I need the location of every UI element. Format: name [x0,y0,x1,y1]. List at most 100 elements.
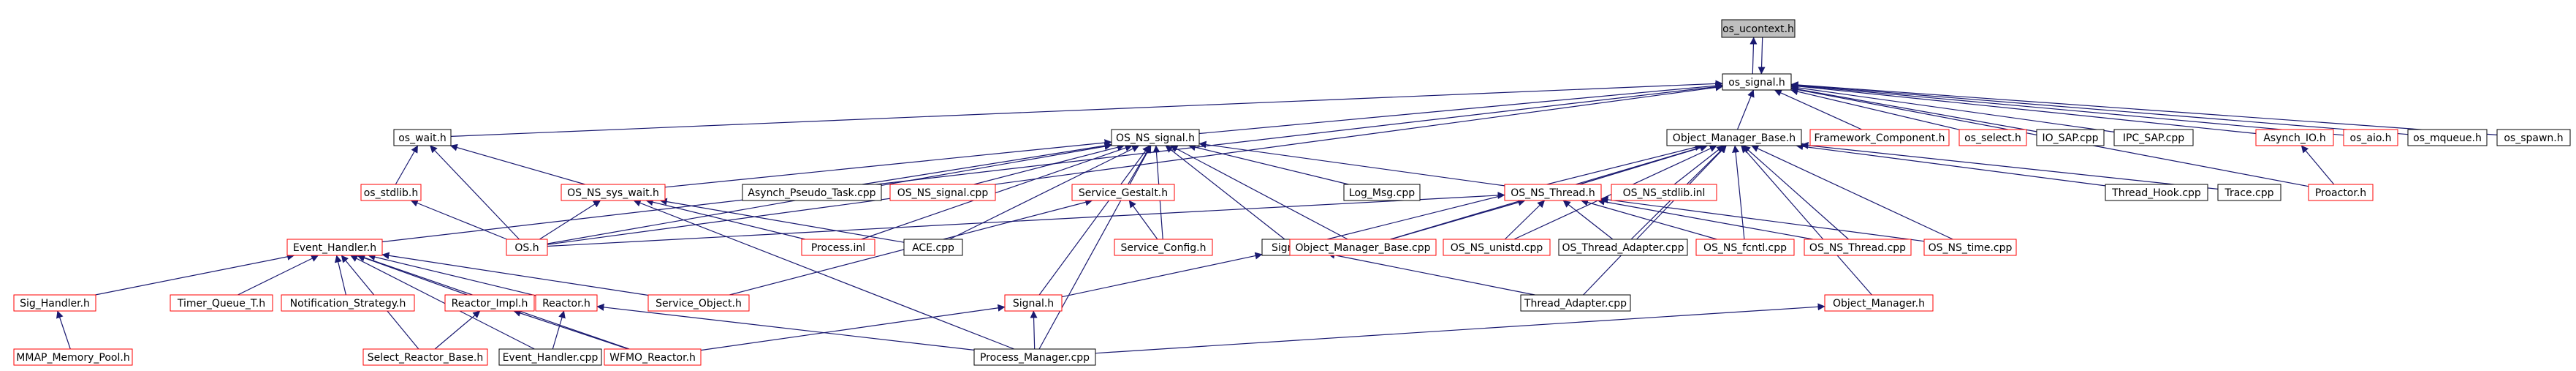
node-Reactor_Impl_h[interactable]: Reactor_Impl.h [444,294,535,312]
node-os_signal_h[interactable]: os_signal.h [1722,73,1792,91]
node-Process_Manager_cpp[interactable]: Process_Manager.cpp [973,348,1096,366]
node-box [561,184,666,201]
node-Proactor_h[interactable]: Proactor.h [2308,184,2374,201]
node-Object_Manager_Base_h[interactable]: Object_Manager_Base.h [1666,129,1802,146]
node-Thread_Adapter_cpp[interactable]: Thread_Adapter.cpp [1520,294,1631,312]
node-label: OS_NS_signal.cpp [897,187,989,199]
node-ACE_cpp[interactable]: ACE.cpp [903,239,963,256]
edge-os_spawn_h-to-os_signal_h [1790,81,2498,135]
node-Signal_h[interactable]: Signal.h [1004,294,1063,312]
node-Service_Config_h[interactable]: Service_Config.h [1114,239,1213,256]
node-os_spawn_h[interactable]: os_spawn.h [2496,129,2571,146]
node-OS_NS_stdlib_inl[interactable]: OS_NS_stdlib.inl [1611,184,1717,201]
node-box [1695,239,1795,256]
node-os_wait_h[interactable]: os_wait.h [393,129,452,146]
node-Asynch_IO_h[interactable]: Asynch_IO.h [2255,129,2334,146]
edge-OS_h-to-os_stdlib_h [410,199,507,240]
node-OS_Thread_Adapter_cpp[interactable]: OS_Thread_Adapter.cpp [1558,239,1688,256]
node-box [1824,294,1934,312]
node-label: OS_NS_fcntl.cpp [1703,242,1787,254]
node-Timer_Queue_T_h[interactable]: Timer_Queue_T.h [170,294,273,312]
node-label: ACE.cpp [912,242,954,254]
node-label: os_aio.h [2350,132,2392,144]
node-IO_SAP_cpp[interactable]: IO_SAP.cpp [2036,129,2105,146]
edge-OS_NS_sys_wait_h-to-os_wait_h [449,143,585,185]
node-box [742,184,882,201]
node-label: Event_Handler.h [293,242,376,254]
node-OS_NS_signal_h[interactable]: OS_NS_signal.h [1111,129,1200,146]
node-label: Framework_Component.h [1814,132,1945,144]
node-label: Proactor.h [2315,187,2366,199]
node-label: Service_Gestalt.h [1079,187,1168,199]
node-Object_Manager_Base_cpp[interactable]: Object_Manager_Base.cpp [1289,239,1437,256]
node-OS_NS_Thread_h[interactable]: OS_NS_Thread.h [1504,184,1602,201]
node-label: Trace.cpp [2224,187,2273,199]
node-Notification_Strategy_h[interactable]: Notification_Strategy.h [281,294,415,312]
node-box [498,348,602,366]
node-os_select_h[interactable]: os_select.h [1958,129,2027,146]
node-Select_Reactor_Base_h[interactable]: Select_Reactor_Base.h [362,348,488,366]
node-box [506,239,548,256]
node-Log_Msg_cpp[interactable]: Log_Msg.cpp [1343,184,1421,201]
node-box [2113,129,2194,146]
node-Process_inl[interactable]: Process.inl [801,239,875,256]
edge-Process_Manager_cpp-to-Reactor_h [596,303,975,351]
edge-Framework_Component_h-to-os_signal_h [1774,89,1862,130]
node-os_mqueue_h[interactable]: os_mqueue.h [2407,129,2488,146]
edge-os_aio_h-to-os_signal_h [1790,82,2344,136]
edge-OS_NS_fcntl_cpp-to-OS_NS_Thread_h [1581,198,1717,240]
node-label: Thread_Hook.cpp [2111,187,2201,199]
node-OS_NS_Thread_cpp[interactable]: OS_NS_Thread.cpp [1804,239,1912,256]
node-box [13,294,96,312]
node-label: Process.inl [811,242,865,254]
node-box [362,348,488,366]
node-label: os_mqueue.h [2413,132,2482,144]
node-box [281,294,415,312]
node-label: Sig_Handler.h [20,298,90,310]
node-OS_NS_sys_wait_h[interactable]: OS_NS_sys_wait.h [561,184,666,201]
node-box [360,184,422,201]
edge-OS_NS_stdlib_inl-to-Object_Manager_Base_h [1673,145,1725,185]
node-IPC_SAP_cpp[interactable]: IPC_SAP.cpp [2113,129,2194,146]
node-OS_NS_fcntl_cpp[interactable]: OS_NS_fcntl.cpp [1695,239,1795,256]
node-OS_h[interactable]: OS.h [506,239,548,256]
node-box [1289,239,1437,256]
node-label: OS.h [514,242,539,254]
node-MMAP_Memory_Pool_h[interactable]: MMAP_Memory_Pool.h [13,348,133,366]
edge-OS_NS_unistd_cpp-to-OS_NS_Thread_h [1504,200,1546,240]
edge-Thread_Adapter_cpp-to-Object_Manager_Base_h [1583,145,1727,296]
node-Thread_Hook_cpp[interactable]: Thread_Hook.cpp [2105,184,2208,201]
node-Reactor_h[interactable]: Reactor.h [535,294,598,312]
node-Framework_Component_h[interactable]: Framework_Component.h [1809,129,1950,146]
node-box [1804,239,1912,256]
node-OS_NS_unistd_cpp[interactable]: OS_NS_unistd.cpp [1443,239,1551,256]
node-Trace_cpp[interactable]: Trace.cpp [2217,184,2281,201]
node-os_stdlib_h[interactable]: os_stdlib.h [360,184,422,201]
node-Sig_Handler_h[interactable]: Sig_Handler.h [13,294,96,312]
node-WFMO_Reactor_h[interactable]: WFMO_Reactor.h [604,348,702,366]
node-label: OS_NS_sys_wait.h [567,187,659,199]
node-Service_Object_h[interactable]: Service_Object.h [647,294,750,312]
edge-Log_Msg_cpp-to-OS_NS_signal_h [1188,143,1349,185]
node-Service_Gestalt_h[interactable]: Service_Gestalt.h [1071,184,1175,201]
node-box [535,294,598,312]
node-os_aio_h[interactable]: os_aio.h [2343,129,2398,146]
node-label: Asynch_IO.h [2263,132,2326,144]
node-label: OS_NS_time.cpp [1929,242,2013,254]
node-OS_NS_time_cpp[interactable]: OS_NS_time.cpp [1923,239,2017,256]
node-label: IPC_SAP.cpp [2123,132,2184,144]
node-Event_Handler_h[interactable]: Event_Handler.h [286,239,383,256]
node-label: OS_NS_stdlib.inl [1623,187,1706,199]
node-Object_Manager_h[interactable]: Object_Manager.h [1824,294,1934,312]
edge-Object_Manager_Base_cpp-to-OS_NS_Thread_h [1390,198,1526,240]
node-Asynch_Pseudo_Task_cpp[interactable]: Asynch_Pseudo_Task.cpp [742,184,882,201]
node-box [13,348,133,366]
node-Event_Handler_cpp[interactable]: Event_Handler.cpp [498,348,602,366]
node-OS_NS_signal_cpp[interactable]: OS_NS_signal.cpp [889,184,996,201]
edge-Process_inl-to-OS_NS_sys_wait_h [645,198,805,240]
edge-Object_Manager_h-to-Object_Manager_Base_h [1741,145,1872,296]
edge-OS_h-to-os_wait_h [430,145,520,240]
node-box [1722,73,1792,91]
edge-OS_NS_Thread_cpp-to-OS_NS_Thread_h [1597,198,1813,240]
node-box [604,348,702,366]
